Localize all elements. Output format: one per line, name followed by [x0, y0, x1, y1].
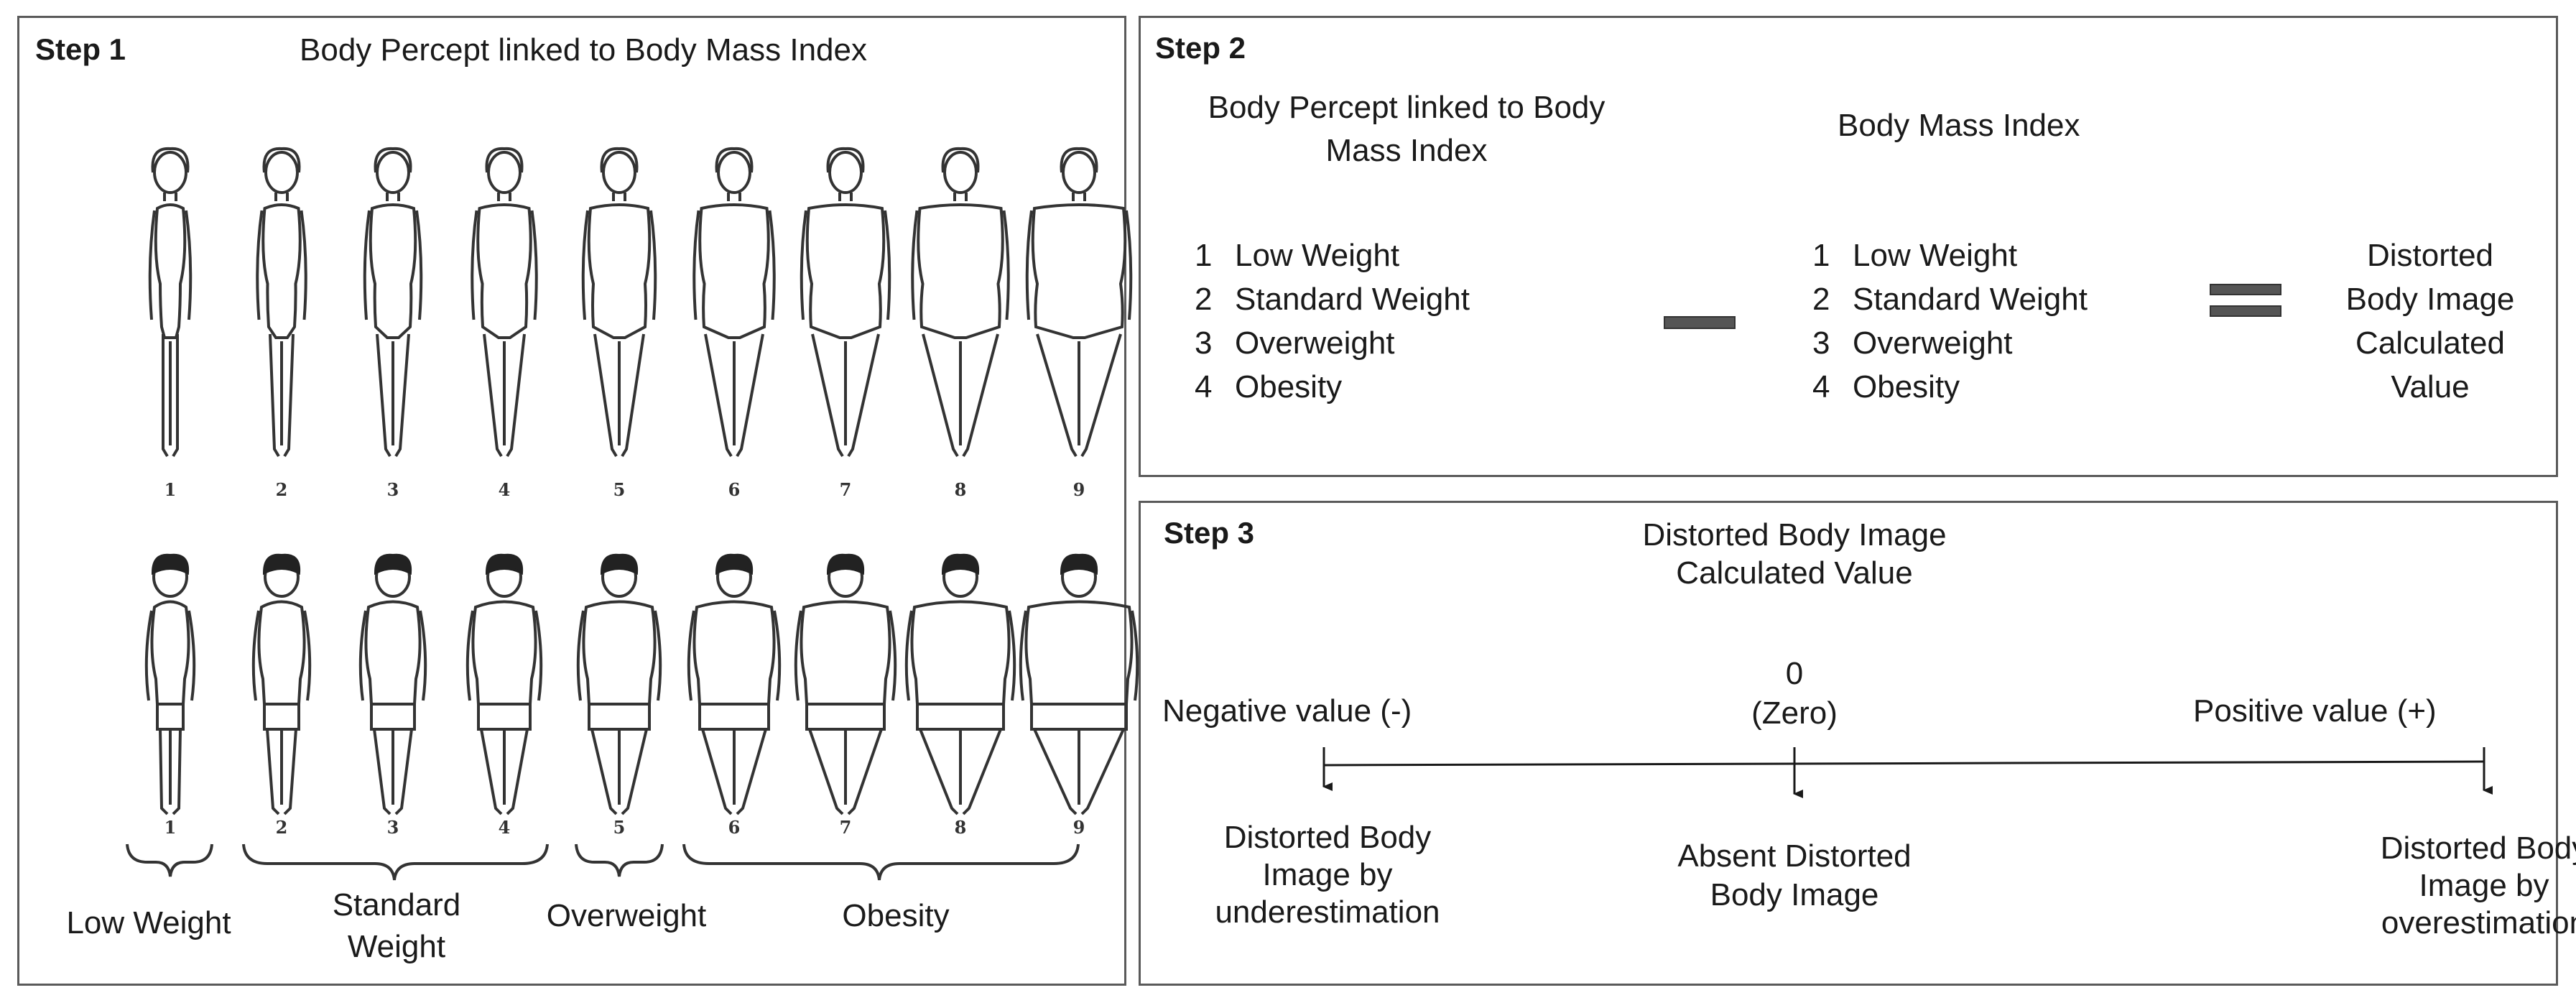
negative-label: Negative value (-)	[1162, 693, 1412, 729]
group-braces	[126, 843, 1080, 881]
left-title-line-1: Body Percept linked to Body	[1208, 90, 1606, 125]
step2-panel: Step 2 Body Percept linked to Body Mass …	[1139, 16, 2558, 477]
svg-text:2: 2	[276, 479, 288, 500]
svg-text:8: 8	[955, 817, 967, 838]
step2-left-title: Body Percept linked to Body Mass Index	[1162, 86, 1651, 172]
absent-result: Absent Distorted Body Image	[1651, 837, 1938, 915]
equals-operator	[2210, 284, 2281, 317]
male-figure: 4	[465, 553, 543, 838]
brace-obesity	[682, 843, 1080, 881]
svg-text:9: 9	[1073, 479, 1085, 500]
female-figure: 1	[148, 147, 193, 500]
zero-label: 0 (Zero)	[1723, 654, 1866, 733]
female-figure: 2	[256, 147, 307, 500]
axis-line	[1323, 760, 2485, 767]
underestimation-result: Distorted Body Image by underestimation	[1184, 819, 1471, 931]
svg-text:1: 1	[165, 479, 177, 500]
standard-line-1: Standard	[332, 887, 461, 923]
brace-low-weight	[126, 843, 213, 877]
male-figure: 9	[1019, 553, 1139, 838]
result-line: Body Image	[1710, 877, 1879, 912]
male-figure: 5	[576, 553, 662, 838]
brace-overweight	[575, 843, 664, 877]
female-figure: 3	[363, 147, 423, 500]
svg-text:4: 4	[499, 479, 511, 500]
standard-line-2: Weight	[347, 929, 446, 964]
result-line: underestimation	[1215, 894, 1440, 930]
female-figure: 7	[800, 147, 891, 500]
group-label-standard-weight: Standard Weight	[300, 887, 494, 965]
male-figure: 6	[687, 553, 782, 838]
value-axis	[1322, 747, 2493, 798]
step3-panel: Step 3 Distorted Body Image Calculated V…	[1139, 501, 2576, 986]
svg-text:7: 7	[840, 479, 852, 500]
svg-text:1: 1	[165, 817, 177, 838]
zero-text: (Zero)	[1751, 695, 1838, 731]
minus-operator	[1664, 316, 1736, 329]
brace-standard-weight	[242, 843, 549, 881]
female-figure: 6	[692, 147, 776, 500]
result-line: Value	[2391, 369, 2470, 404]
result-line: overestimation	[2381, 905, 2576, 940]
group-label-overweight: Overweight	[546, 898, 707, 933]
male-figure: 7	[794, 553, 897, 838]
svg-text:9: 9	[1073, 817, 1085, 838]
step2-result: Distorted Body Image Calculated Value	[2333, 233, 2527, 409]
step2-label: Step 2	[1155, 31, 1246, 65]
positive-label: Positive value (+)	[2193, 693, 2437, 729]
step3-label: Step 3	[1164, 516, 1255, 550]
result-line: Body Image	[2345, 282, 2515, 317]
female-figure-row: 1 2 3 4 5 6 7 8 9	[148, 147, 1133, 500]
male-figure-row: 1 2 3 4 5 6 7 8 9	[144, 553, 1139, 838]
result-line: Distorted Body	[1223, 820, 1432, 855]
female-figure: 5	[581, 147, 657, 500]
svg-text:7: 7	[840, 817, 852, 838]
left-title-line-2: Mass Index	[1325, 133, 1488, 168]
svg-text:5: 5	[613, 479, 626, 500]
step1-title: Body Percept linked to Body Mass Index	[300, 32, 867, 68]
body-figures-scale: 1 2 3 4 5 6 7 8 9 1 2 3 4 5 6 7 8 9	[126, 147, 1139, 881]
svg-text:2: 2	[276, 817, 288, 838]
svg-text:3: 3	[387, 479, 399, 500]
step1-label: Step 1	[35, 32, 126, 66]
svg-text:6: 6	[728, 479, 741, 500]
male-figure: 1	[144, 553, 196, 838]
svg-text:4: 4	[499, 817, 511, 838]
step3-title: Distorted Body Image Calculated Value	[1593, 516, 1996, 592]
title-line-2: Calculated Value	[1676, 555, 1913, 591]
step2-right-title: Body Mass Index	[1838, 108, 2080, 143]
male-figure: 2	[251, 553, 312, 838]
female-figure: 8	[911, 147, 1010, 500]
svg-text:5: 5	[613, 817, 626, 838]
title-line-1: Distorted Body Image	[1642, 517, 1947, 552]
male-figure: 3	[358, 553, 427, 838]
zero-value: 0	[1785, 656, 1804, 691]
result-line: Calculated	[2355, 325, 2505, 361]
male-figure: 8	[904, 553, 1016, 838]
result-line: Image by	[1262, 857, 1393, 892]
result-line: Absent Distorted	[1677, 838, 1912, 874]
svg-text:3: 3	[387, 817, 399, 838]
group-label-obesity: Obesity	[842, 898, 950, 933]
group-label-low-weight: Low Weight	[66, 905, 231, 940]
step1-panel: Step 1 Body Percept linked to Body Mass …	[17, 16, 1139, 986]
female-figure: 9	[1025, 147, 1133, 500]
svg-text:6: 6	[728, 817, 741, 838]
svg-text:8: 8	[955, 479, 967, 500]
result-line: Distorted Body	[2380, 831, 2576, 866]
overestimation-result: Distorted Body Image by overestimation	[2337, 830, 2576, 942]
result-line: Distorted	[2366, 238, 2494, 273]
result-line: Image by	[2419, 868, 2549, 903]
female-figure: 4	[471, 147, 538, 500]
